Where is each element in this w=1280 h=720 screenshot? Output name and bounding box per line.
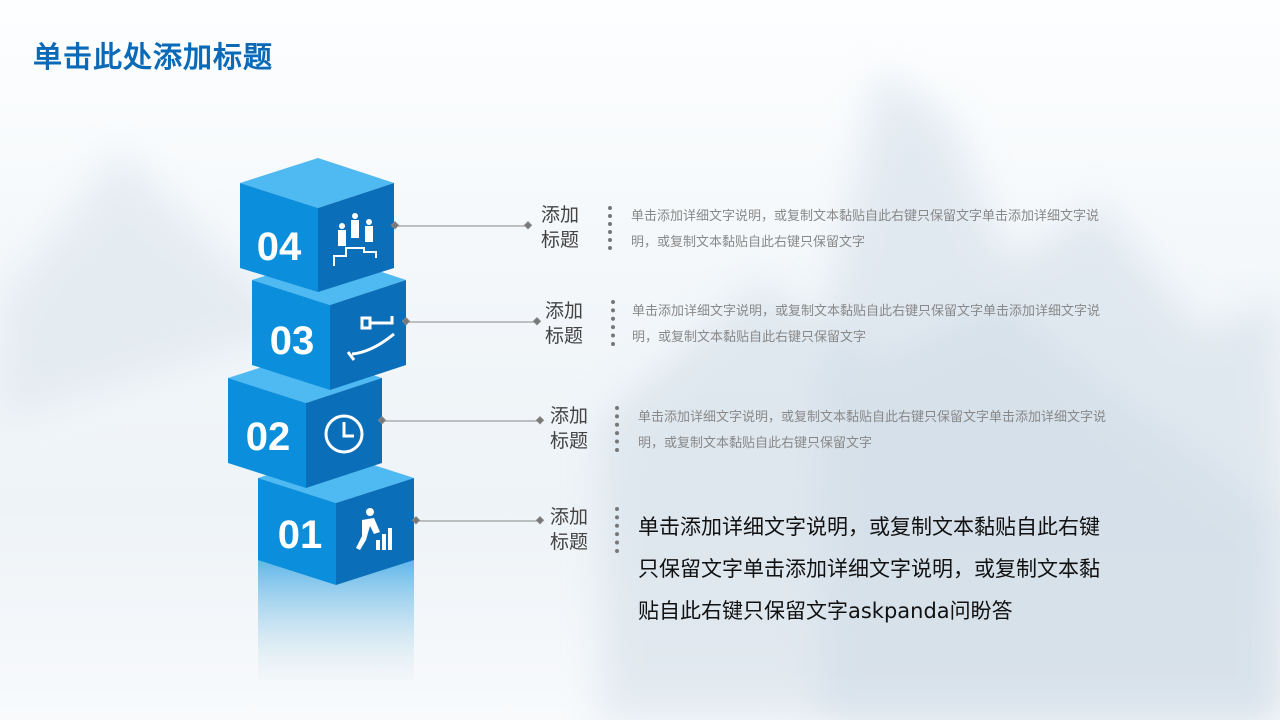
item-label[interactable]: 添加标题 [545,300,584,347]
item-description[interactable]: 单击添加详细文字说明，或复制文本黏贴自此右键只保留文字单击添加详细文字说明，或复… [632,304,1101,345]
cube-number: 03 [270,319,315,363]
hand-key-icon [346,316,395,361]
page-title[interactable]: 单击此处添加标题 [33,40,274,74]
item-description[interactable]: 单击添加详细文字说明，或复制文本黏贴自此右键只保留文字单击添加详细文字说明，或复… [638,515,1100,623]
item-description[interactable]: 单击添加详细文字说明，或复制文本黏贴自此右键只保留文字单击添加详细文字说明，或复… [638,410,1107,451]
cube-04: 04 [240,158,394,292]
dotted-divider [615,406,619,452]
dotted-divider [611,300,615,346]
connector-lines [377,221,545,525]
climbing-stairs-icon [356,508,392,550]
cube-02: 02 [228,353,382,488]
cube-number: 01 [278,513,323,557]
dotted-divider [615,507,619,553]
item-label[interactable]: 添加标题 [541,204,580,251]
clock-icon [324,414,364,454]
cube-number: 04 [257,225,302,269]
cube-number: 02 [246,415,291,459]
item-label[interactable]: 添加标题 [550,506,589,553]
podium-people-icon [333,213,377,266]
dotted-divider [608,206,612,250]
item-label[interactable]: 添加标题 [550,405,589,452]
cube-01: 01 [258,453,414,585]
item-description[interactable]: 单击添加详细文字说明，或复制文本黏贴自此右键只保留文字单击添加详细文字说明，或复… [631,209,1100,250]
